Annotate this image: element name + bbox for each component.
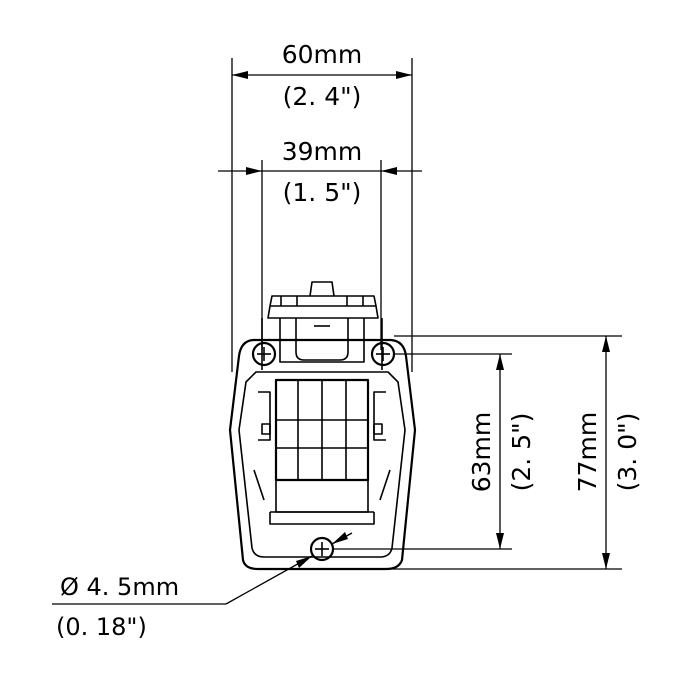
overall-height-metric: 77mm bbox=[573, 412, 602, 493]
hole-spacing-imperial: (2. 5") bbox=[507, 413, 536, 492]
hole-spacing-metric: 63mm bbox=[467, 412, 496, 493]
dimension-hole-diameter: Ø 4. 5mm (0. 18") bbox=[52, 532, 353, 641]
dimension-inner-width: 39mm (1. 5") bbox=[218, 137, 422, 350]
overall-width-metric: 60mm bbox=[282, 40, 363, 69]
overall-height-imperial: (3. 0") bbox=[613, 413, 642, 492]
dimension-overall-height: 77mm (3. 0") bbox=[386, 335, 642, 570]
dimension-overall-width: 60mm (2. 4") bbox=[231, 40, 413, 372]
screw-left bbox=[251, 341, 277, 367]
inner-width-metric: 39mm bbox=[282, 137, 363, 166]
hole-diameter-metric: Ø 4. 5mm bbox=[60, 573, 179, 601]
hole-diameter-imperial: (0. 18") bbox=[56, 613, 147, 641]
overall-width-imperial: (2. 4") bbox=[283, 82, 362, 111]
holder-body bbox=[228, 281, 417, 571]
inner-width-imperial: (1. 5") bbox=[283, 178, 362, 207]
screw-bottom bbox=[309, 536, 335, 562]
screw-right bbox=[370, 341, 396, 367]
dimension-hole-spacing: 63mm (2. 5") bbox=[334, 353, 536, 550]
